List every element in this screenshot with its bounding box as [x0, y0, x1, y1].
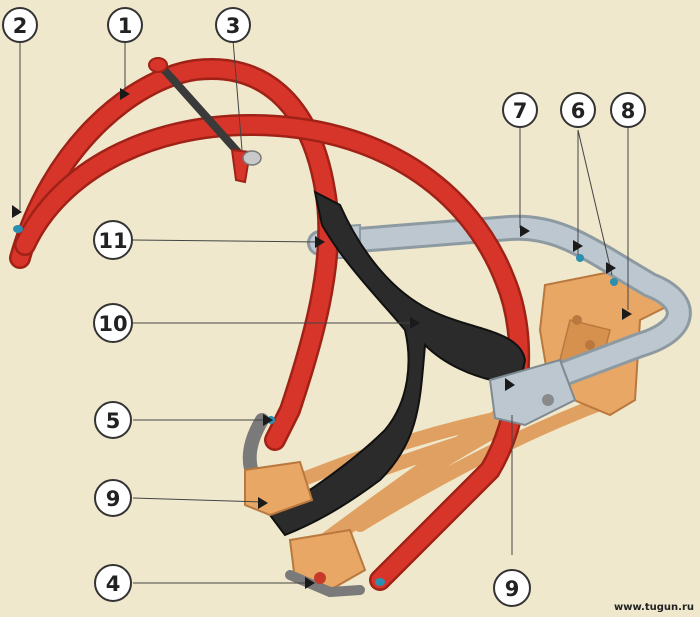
callout-4-label: 4 — [106, 572, 121, 596]
callout-2: 2 — [2, 7, 38, 43]
callout-7-label: 7 — [513, 99, 528, 123]
callout-5-label: 5 — [106, 409, 121, 433]
callout-9-left-label: 9 — [106, 487, 121, 511]
top-crossbar — [148, 57, 262, 184]
callout-8: 8 — [610, 92, 646, 128]
callout-1-label: 1 — [118, 14, 133, 38]
callout-3: 3 — [215, 7, 251, 43]
callout-9-left: 9 — [94, 479, 132, 517]
callout-9-right-label: 9 — [505, 577, 520, 601]
callout-8-label: 8 — [621, 99, 636, 123]
watermark-text: www.tugun.ru — [613, 602, 694, 613]
arrow-markers — [12, 88, 632, 589]
callout-10: 10 — [93, 303, 133, 343]
callout-3-label: 3 — [226, 14, 241, 38]
callout-4: 4 — [94, 564, 132, 602]
callout-6: 6 — [560, 92, 596, 128]
callout-2-label: 2 — [13, 14, 28, 38]
callout-5: 5 — [94, 401, 132, 439]
callout-7: 7 — [502, 92, 538, 128]
callout-9-right: 9 — [493, 569, 531, 607]
callout-6-label: 6 — [571, 99, 586, 123]
leader-lines — [19, 39, 629, 584]
callout-10-label: 10 — [98, 312, 127, 336]
callout-11: 11 — [93, 220, 133, 260]
callout-1: 1 — [107, 7, 143, 43]
callout-11-label: 11 — [98, 229, 127, 253]
orange-joints — [244, 460, 367, 598]
grey-lower-connector — [488, 358, 577, 427]
